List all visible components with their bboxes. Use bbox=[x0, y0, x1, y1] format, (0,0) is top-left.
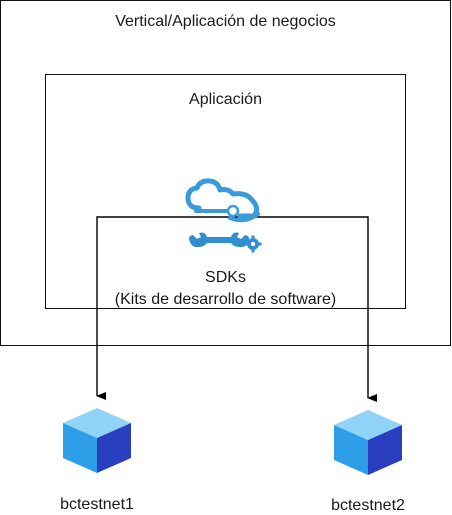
sdk-title: SDKs bbox=[205, 269, 246, 286]
node-label-bctestnet1: bctestnet1 bbox=[60, 496, 134, 513]
business-vertical-title: Vertical/Aplicación de negocios bbox=[115, 13, 336, 30]
connector-to-bctestnet2 bbox=[233, 216, 377, 402]
application-title: Aplicación bbox=[189, 91, 262, 108]
cloud-connector-icon bbox=[185, 178, 260, 223]
wrench-gear-icon bbox=[189, 232, 262, 253]
cube-icon bbox=[63, 408, 131, 473]
sdk-subtitle: (Kits de desarrollo de software) bbox=[114, 291, 337, 308]
node-label-bctestnet2: bctestnet2 bbox=[331, 497, 405, 514]
application-container bbox=[45, 74, 406, 309]
business-vertical-container bbox=[0, 0, 451, 346]
connector-to-bctestnet1 bbox=[96, 216, 233, 400]
cube-icon bbox=[334, 410, 402, 475]
